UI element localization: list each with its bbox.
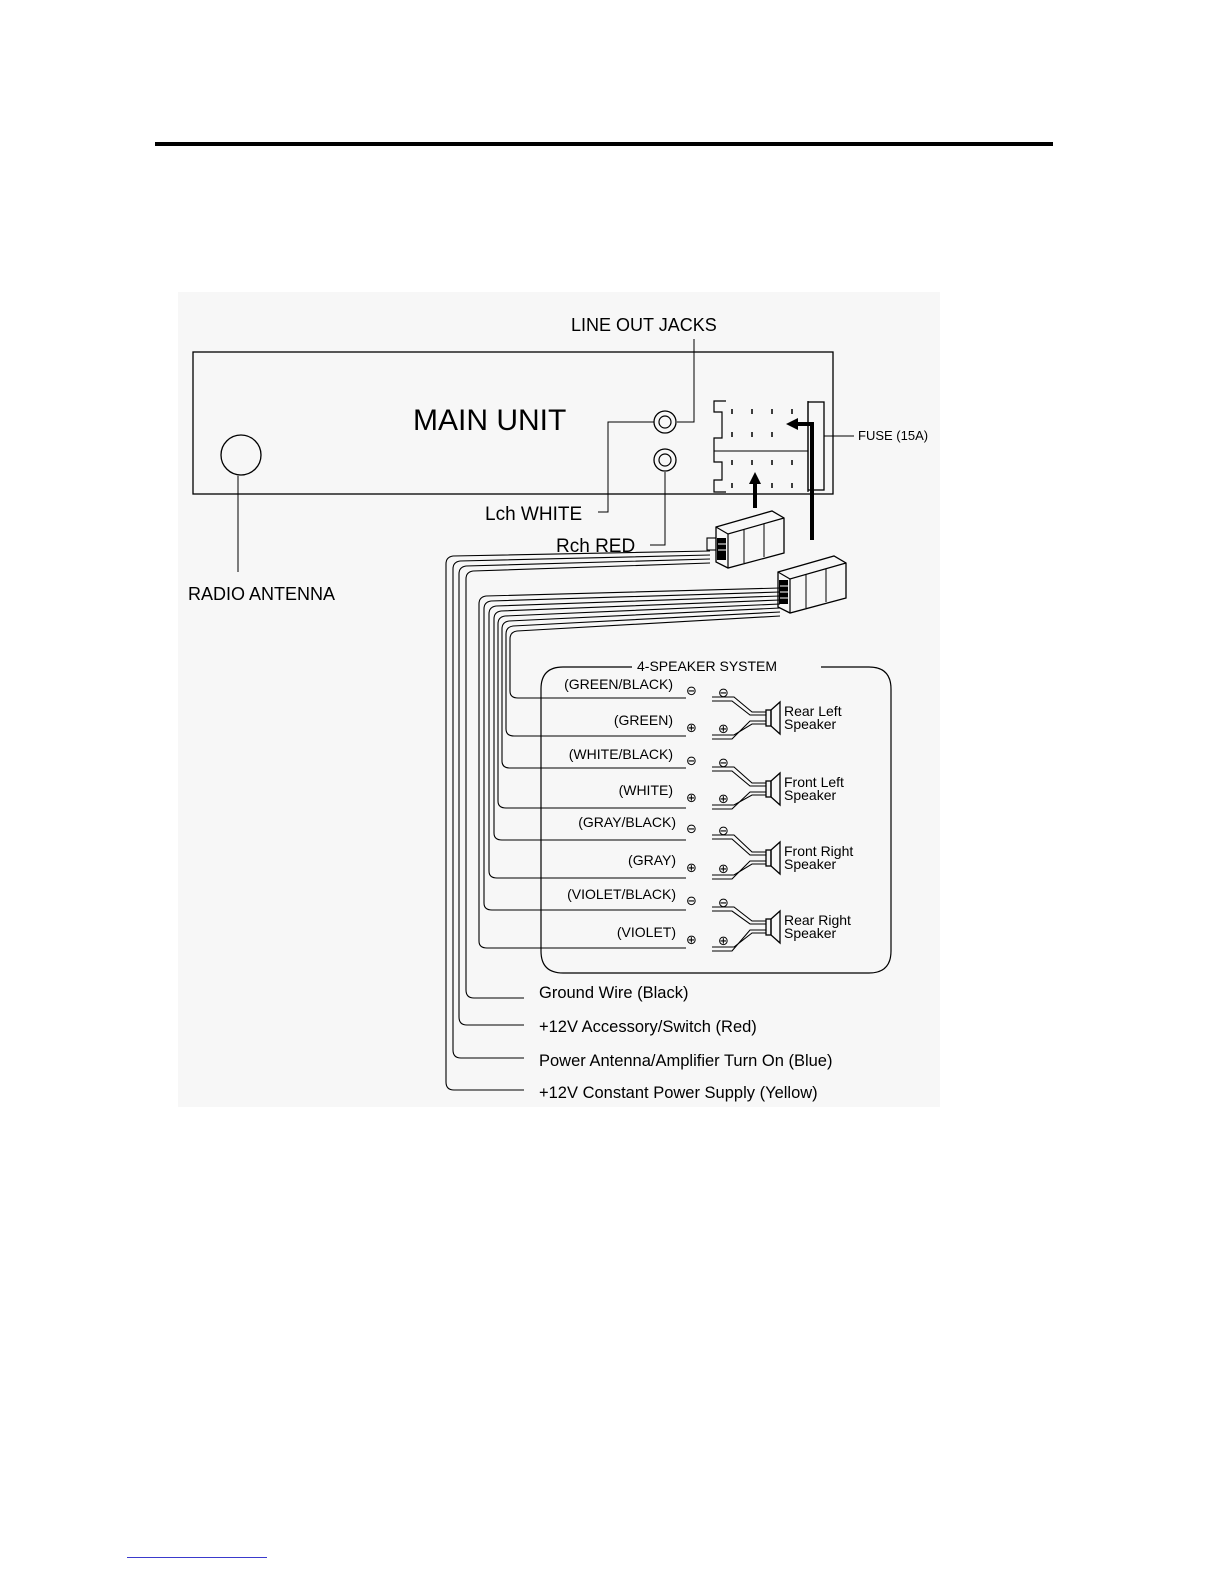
lch-white-label: Lch WHITE bbox=[485, 504, 582, 525]
harness-plug-lower bbox=[777, 555, 847, 614]
negative-wire-label: (WHITE/BLACK) bbox=[569, 746, 673, 762]
plus-terminal-icon: ⊕ bbox=[718, 862, 729, 877]
negative-wire-label: (GRAY/BLACK) bbox=[578, 814, 676, 830]
accessory-switch-label: +12V Accessory/Switch (Red) bbox=[539, 1018, 757, 1036]
plus-terminal-icon: ⊕ bbox=[686, 791, 697, 806]
constant-power-label: +12V Constant Power Supply (Yellow) bbox=[539, 1084, 818, 1102]
top-rule bbox=[155, 142, 1053, 146]
plus-terminal-icon: ⊕ bbox=[686, 861, 697, 876]
line-out-jacks-label: LINE OUT JACKS bbox=[571, 315, 717, 335]
minus-terminal-icon: ⊖ bbox=[686, 894, 697, 909]
speaker-group: (VIOLET/BLACK) (VIOLET) ⊖ ⊖ ⊕ ⊕ Rear RightSpea… bbox=[567, 886, 851, 952]
positive-wire-label: (GREEN) bbox=[614, 712, 673, 728]
speaker-name-line1: Rear Left bbox=[784, 703, 842, 719]
negative-wire-label: (VIOLET/BLACK) bbox=[567, 886, 676, 902]
speaker-wire-bundle bbox=[478, 587, 781, 949]
negative-wire-label: (GREEN/BLACK) bbox=[564, 676, 673, 692]
main-unit-body bbox=[192, 351, 834, 495]
minus-terminal-icon: ⊖ bbox=[718, 896, 729, 911]
positive-wire-label: (WHITE) bbox=[619, 782, 673, 798]
speaker-name-line2: Speaker bbox=[784, 787, 836, 803]
speaker-name-line2: Speaker bbox=[784, 925, 836, 941]
plus-terminal-icon: ⊕ bbox=[686, 933, 697, 948]
rch-red-label: Rch RED bbox=[556, 536, 635, 557]
main-unit-label: MAIN UNIT bbox=[413, 404, 566, 437]
speaker-name-line1: Front Left bbox=[784, 774, 844, 790]
iso-connector-socket bbox=[713, 400, 825, 540]
rch-jack bbox=[653, 448, 677, 472]
positive-wire-label: (VIOLET) bbox=[617, 924, 676, 940]
minus-terminal-icon: ⊖ bbox=[686, 822, 697, 837]
speaker-name-line2: Speaker bbox=[784, 856, 836, 872]
radio-antenna-jack bbox=[220, 434, 262, 476]
minus-terminal-icon: ⊖ bbox=[686, 754, 697, 769]
minus-terminal-icon: ⊖ bbox=[718, 686, 729, 701]
harness-plug-upper bbox=[706, 510, 785, 569]
plus-terminal-icon: ⊕ bbox=[718, 722, 729, 737]
minus-terminal-icon: ⊖ bbox=[718, 756, 729, 771]
power-wire-bundle bbox=[445, 550, 711, 1091]
minus-terminal-icon: ⊖ bbox=[718, 824, 729, 839]
plus-terminal-icon: ⊕ bbox=[686, 721, 697, 736]
bottom-link-rule bbox=[127, 1557, 267, 1558]
speaker-group: (WHITE/BLACK) (WHITE) ⊖ ⊖ ⊕ ⊕ Front LeftSpeake… bbox=[569, 746, 844, 810]
speaker-name-line2: Speaker bbox=[784, 716, 836, 732]
speaker-name-line1: Front Right bbox=[784, 843, 853, 859]
speaker-name-line1: Rear Right bbox=[784, 912, 851, 928]
minus-terminal-icon: ⊖ bbox=[686, 684, 697, 699]
plus-terminal-icon: ⊕ bbox=[718, 792, 729, 807]
power-antenna-label: Power Antenna/Amplifier Turn On (Blue) bbox=[539, 1052, 832, 1070]
speaker-system-frame bbox=[540, 666, 892, 974]
positive-wire-label: (GRAY) bbox=[628, 852, 676, 868]
fuse-label: FUSE (15A) bbox=[858, 428, 928, 443]
radio-antenna-label: RADIO ANTENNA bbox=[188, 584, 335, 604]
insertion-arrow-upper bbox=[795, 422, 814, 540]
speaker-system-title: 4-SPEAKER SYSTEM bbox=[637, 658, 777, 674]
ground-wire-label: Ground Wire (Black) bbox=[539, 984, 688, 1002]
plus-terminal-icon: ⊕ bbox=[718, 934, 729, 949]
